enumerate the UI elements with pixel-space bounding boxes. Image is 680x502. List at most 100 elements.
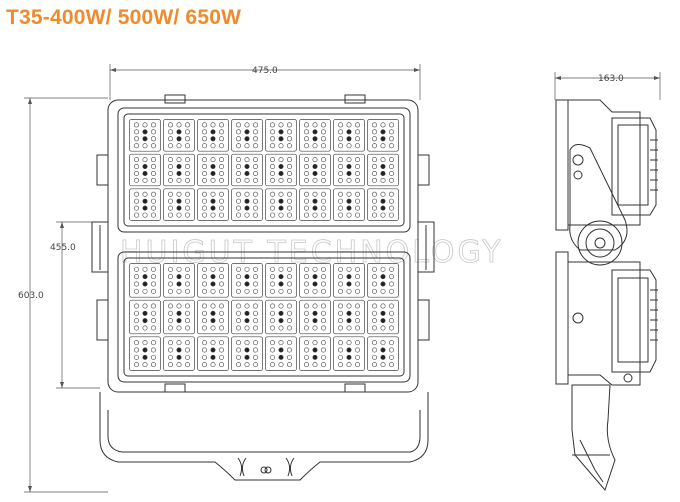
led-dot — [371, 325, 377, 331]
led-dot — [269, 340, 275, 346]
led-dot — [269, 354, 275, 360]
led-dot — [286, 340, 292, 346]
led-dot — [269, 347, 275, 353]
led-dot — [278, 205, 284, 211]
led-dot — [134, 157, 140, 163]
led-dot — [269, 362, 275, 368]
led-dot — [278, 340, 284, 346]
led-dot — [388, 191, 394, 197]
led-cell — [367, 188, 399, 221]
dimension-arrows-front — [28, 68, 420, 492]
led-dot — [286, 157, 292, 163]
led-dot — [134, 347, 140, 353]
led-dot — [210, 354, 216, 360]
led-dot — [354, 198, 360, 204]
led-dot — [269, 170, 275, 176]
led-dot — [380, 157, 386, 163]
led-dot — [168, 318, 174, 324]
led-dot — [337, 157, 343, 163]
led-dot — [168, 129, 174, 135]
led-dot — [219, 354, 225, 360]
led-dot — [210, 288, 216, 294]
led-dot — [371, 266, 377, 272]
led-dot — [202, 198, 208, 204]
led-dot — [312, 347, 318, 353]
led-dot — [380, 325, 386, 331]
led-dot — [346, 281, 352, 287]
led-cell — [265, 263, 297, 298]
led-dot — [185, 157, 191, 163]
led-dot — [371, 274, 377, 280]
led-dot — [219, 198, 225, 204]
led-dot — [320, 303, 326, 309]
led-dot — [286, 170, 292, 176]
led-dot — [380, 354, 386, 360]
led-dot — [219, 191, 225, 197]
led-dot — [253, 354, 259, 360]
led-dot — [236, 191, 242, 197]
led-dot — [142, 325, 148, 331]
led-dot — [354, 347, 360, 353]
led-dot — [210, 318, 216, 324]
led-dot — [176, 170, 182, 176]
led-dot — [253, 288, 259, 294]
dimension-lines-front — [24, 64, 421, 493]
led-dot — [202, 136, 208, 142]
led-dot — [210, 198, 216, 204]
led-dot — [219, 325, 225, 331]
led-dot — [371, 303, 377, 309]
front-view — [91, 94, 435, 481]
led-dot — [286, 198, 292, 204]
led-dot — [134, 274, 140, 280]
led-dot — [337, 205, 343, 211]
led-dot — [134, 191, 140, 197]
led-dot — [278, 136, 284, 142]
led-dot — [253, 362, 259, 368]
led-dot — [320, 191, 326, 197]
led-dot — [320, 122, 326, 128]
led-dot — [346, 266, 352, 272]
led-dot — [278, 310, 284, 316]
led-dot — [219, 303, 225, 309]
led-dot — [244, 198, 250, 204]
led-dot — [134, 325, 140, 331]
led-dot — [142, 136, 148, 142]
led-dot — [185, 318, 191, 324]
led-dot — [278, 274, 284, 280]
led-dot — [210, 325, 216, 331]
led-dot — [269, 205, 275, 211]
led-dot — [176, 212, 182, 218]
led-dot — [210, 170, 216, 176]
led-dot — [371, 310, 377, 316]
led-dot — [320, 325, 326, 331]
side-view — [555, 99, 658, 491]
led-dot — [320, 318, 326, 324]
led-dot — [236, 129, 242, 135]
led-dot — [320, 129, 326, 135]
led-dot — [388, 212, 394, 218]
led-dot — [134, 198, 140, 204]
led-dot — [134, 164, 140, 170]
led-dot — [151, 177, 157, 183]
led-dot — [354, 274, 360, 280]
led-dot — [210, 303, 216, 309]
led-cell — [129, 153, 161, 187]
led-cell — [129, 119, 161, 152]
led-dot — [286, 318, 292, 324]
led-dot — [303, 303, 309, 309]
led-dot — [176, 129, 182, 135]
led-dot — [303, 362, 309, 368]
led-dot — [303, 354, 309, 360]
led-dot — [346, 362, 352, 368]
led-dot — [244, 212, 250, 218]
led-dot — [388, 177, 394, 183]
led-dot — [202, 205, 208, 211]
led-dot — [320, 288, 326, 294]
led-dot — [244, 191, 250, 197]
led-dot — [388, 347, 394, 353]
led-dot — [244, 281, 250, 287]
led-dot — [380, 340, 386, 346]
led-dot — [219, 205, 225, 211]
led-dot — [320, 136, 326, 142]
led-dot — [388, 170, 394, 176]
